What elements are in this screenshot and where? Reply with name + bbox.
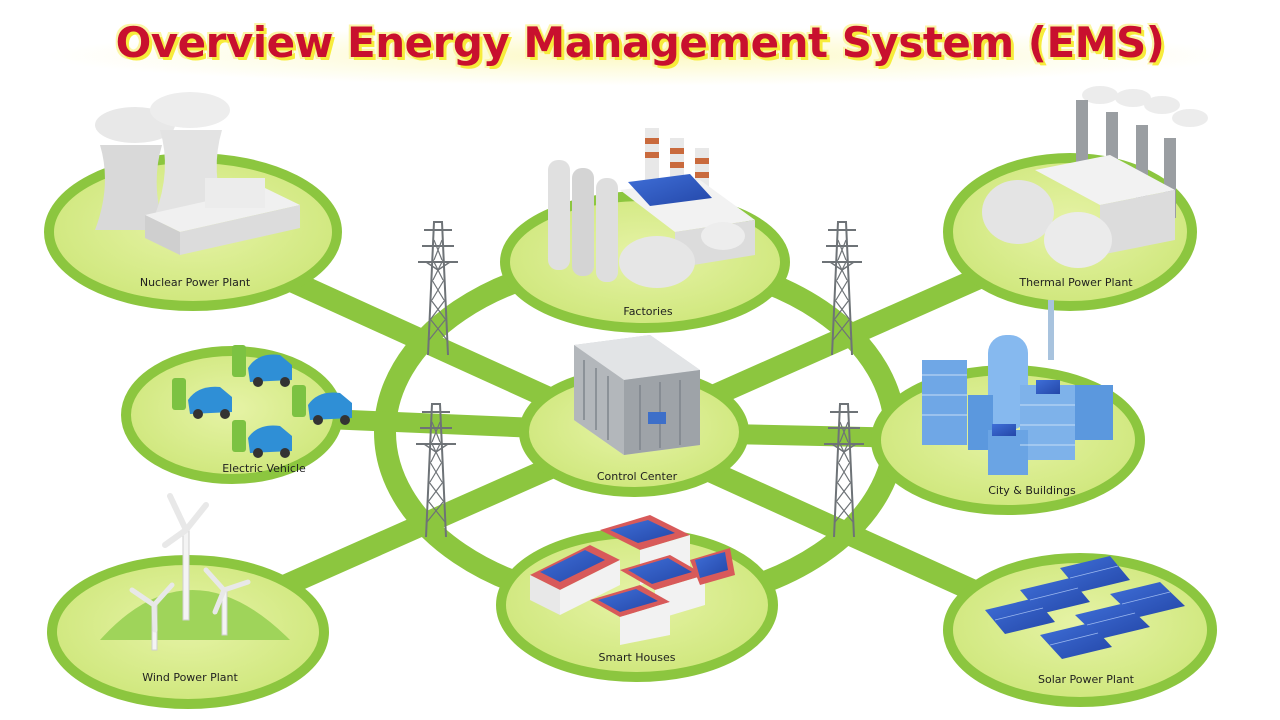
- label-city: City & Buildings: [988, 484, 1076, 497]
- node-smart-houses: Smart Houses: [496, 515, 778, 682]
- city-buildings-icon: [922, 300, 1113, 475]
- node-thermal: Thermal Power Plant: [943, 86, 1208, 311]
- label-thermal: Thermal Power Plant: [1018, 276, 1133, 289]
- label-nuclear: Nuclear Power Plant: [140, 276, 251, 289]
- label-control-center: Control Center: [597, 470, 678, 483]
- server-rack-icon: [574, 335, 700, 455]
- node-solar: Solar Power Plant: [943, 553, 1217, 707]
- label-ev: Electric Vehicle: [222, 462, 306, 475]
- label-factories: Factories: [623, 305, 672, 318]
- node-ev: Electric Vehicle: [121, 345, 352, 484]
- thermal-plant-icon: [982, 86, 1208, 268]
- node-city: City & Buildings: [871, 300, 1145, 515]
- solar-panel-icon: [985, 556, 1185, 659]
- page-title: Overview Energy Management System (EMS): [115, 18, 1165, 67]
- wind-turbine-icon: [100, 493, 290, 651]
- label-solar: Solar Power Plant: [1038, 673, 1135, 686]
- solar-houses-icon: [530, 515, 735, 645]
- nuclear-plant-icon: [95, 92, 300, 255]
- factory-icon: [548, 128, 755, 288]
- title-highlight: [40, 26, 1240, 86]
- node-control-center: Control Center: [519, 335, 749, 497]
- label-smart-houses: Smart Houses: [599, 651, 676, 664]
- node-nuclear: Nuclear Power Plant: [44, 92, 342, 311]
- label-wind: Wind Power Plant: [142, 671, 238, 684]
- ev-charging-icon: [172, 345, 352, 458]
- node-factories: Factories: [500, 128, 790, 333]
- node-wind: Wind Power Plant: [47, 493, 329, 709]
